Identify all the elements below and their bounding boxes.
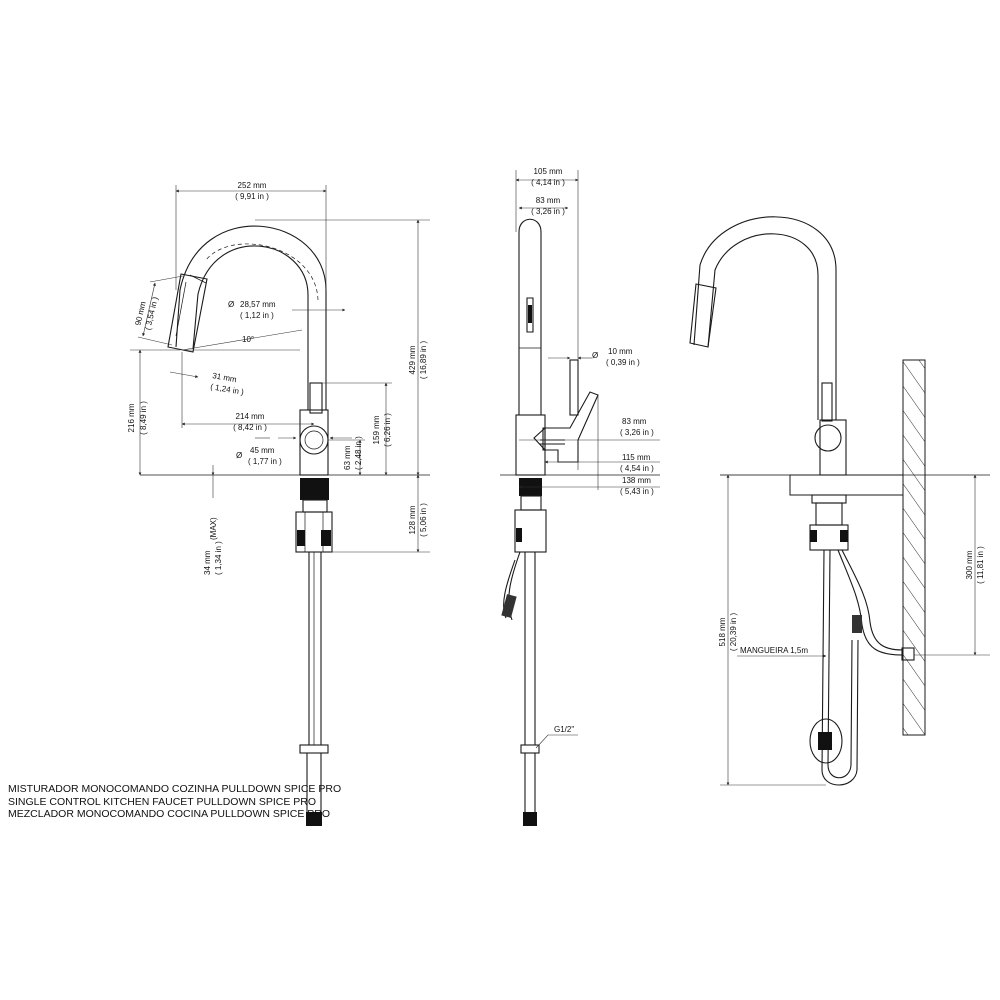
side-dim-115-in: ( 4,54 in ) <box>620 464 654 473</box>
wall-offset-mm: 300 mm <box>965 550 974 579</box>
dim-body-in: ( 6,26 in ) <box>383 413 392 447</box>
side-spout <box>518 218 542 415</box>
side-dim-83b-mm: 83 mm <box>622 417 647 426</box>
dim-width-mm: 252 mm <box>238 181 267 190</box>
faucet-body <box>299 409 329 476</box>
dim-height-in: ( 16,89 in ) <box>419 341 428 380</box>
dim-lever-mm: 63 mm <box>343 445 352 470</box>
dim-thickness-in: ( 1,34 in ) <box>214 541 223 575</box>
dim-spout-height-in: ( 8,49 in ) <box>139 401 148 435</box>
side-dim-105-in: ( 4,14 in ) <box>531 178 565 187</box>
wall-offset-in: ( 11,81 in ) <box>976 546 985 584</box>
svg-text:Ø: Ø <box>228 300 234 309</box>
side-dim-115-mm: 115 mm <box>622 453 651 462</box>
side-view: 105 mm ( 4,14 in ) 83 mm ( 3,26 in ) Ø 1… <box>500 167 660 826</box>
dim-pipe-in: ( 1,12 in ) <box>240 311 274 320</box>
lever-stem <box>309 382 323 414</box>
side-lever <box>569 359 579 416</box>
dim-angle: 10° <box>242 335 254 344</box>
svg-text:Ø: Ø <box>236 451 242 460</box>
title-pt: MISTURADOR MONOCOMANDO COZINHA PULLDOWN … <box>8 783 342 795</box>
side-lever-arm <box>542 391 599 463</box>
dim-spray-in: ( 3,54 in ) <box>143 296 159 331</box>
title-en: SINGLE CONTROL KITCHEN FAUCET PULLDOWN S… <box>8 795 317 808</box>
dim-lever-in: ( 2,48 in ) <box>354 436 363 470</box>
front-view: 252 mm ( 9,91 in ) 429 mm ( 16,89 in ) Ø… <box>127 181 430 826</box>
side-dim-138-in: ( 5,43 in ) <box>620 487 654 496</box>
dim-below-in: ( 5,06 in ) <box>419 503 428 537</box>
gooseneck-spout <box>175 225 327 410</box>
title-es: MEZCLADOR MONOCOMANDO COCINA PULLDOWN SP… <box>8 808 331 820</box>
side-dim-105-mm: 105 mm <box>534 167 563 176</box>
side-dim-83a-mm: 83 mm <box>536 196 561 205</box>
thread-label: G1/2" <box>554 725 574 734</box>
hose-length-in: ( 20,39 in ) <box>729 613 738 652</box>
spray-head <box>167 273 208 353</box>
dim-pipe-mm: 28,57 mm <box>240 300 276 309</box>
dim-reach-in: ( 8,42 in ) <box>233 423 267 432</box>
dim-base-in: ( 1,77 in ) <box>248 457 282 466</box>
dim-below-mm: 128 mm <box>408 505 417 534</box>
dim-spout-height-mm: 216 mm <box>127 403 136 432</box>
dim-body-mm: 159 mm <box>372 415 381 444</box>
dim-height-mm: 429 mm <box>408 345 417 374</box>
dim-thickness-note: (MAX) <box>209 517 218 540</box>
dim-width-in: ( 9,91 in ) <box>235 192 269 201</box>
title-block: MISTURADOR MONOCOMANDO COZINHA PULLDOWN … <box>8 783 341 821</box>
side-dim-83b-in: ( 3,26 in ) <box>620 428 654 437</box>
dim-spray-dia-in: ( 1,24 in ) <box>210 382 245 397</box>
side-dim-10-in: ( 0,39 in ) <box>606 358 640 367</box>
side-dim-83a-in: ( 3,26 in ) <box>531 207 565 216</box>
countertop <box>789 474 904 496</box>
dim-reach-mm: 214 mm <box>236 412 265 421</box>
lever-handle <box>299 425 329 455</box>
dim-thickness-mm: 34 mm <box>203 550 212 575</box>
install-view: 518 mm ( 20,39 in ) MANGUEIRA 1,5m 300 m… <box>689 216 990 786</box>
hose-label: MANGUEIRA 1,5m <box>740 646 808 655</box>
svg-text:Ø: Ø <box>592 351 598 360</box>
dim-spray-dia-mm: 31 mm <box>212 371 238 384</box>
mounting-ring <box>300 478 329 500</box>
side-dim-138-mm: 138 mm <box>622 476 651 485</box>
side-dim-10-mm: 10 mm <box>608 347 633 356</box>
wall <box>902 359 926 736</box>
dim-base-mm: 45 mm <box>250 446 275 455</box>
hose-length-mm: 518 mm <box>718 617 727 646</box>
